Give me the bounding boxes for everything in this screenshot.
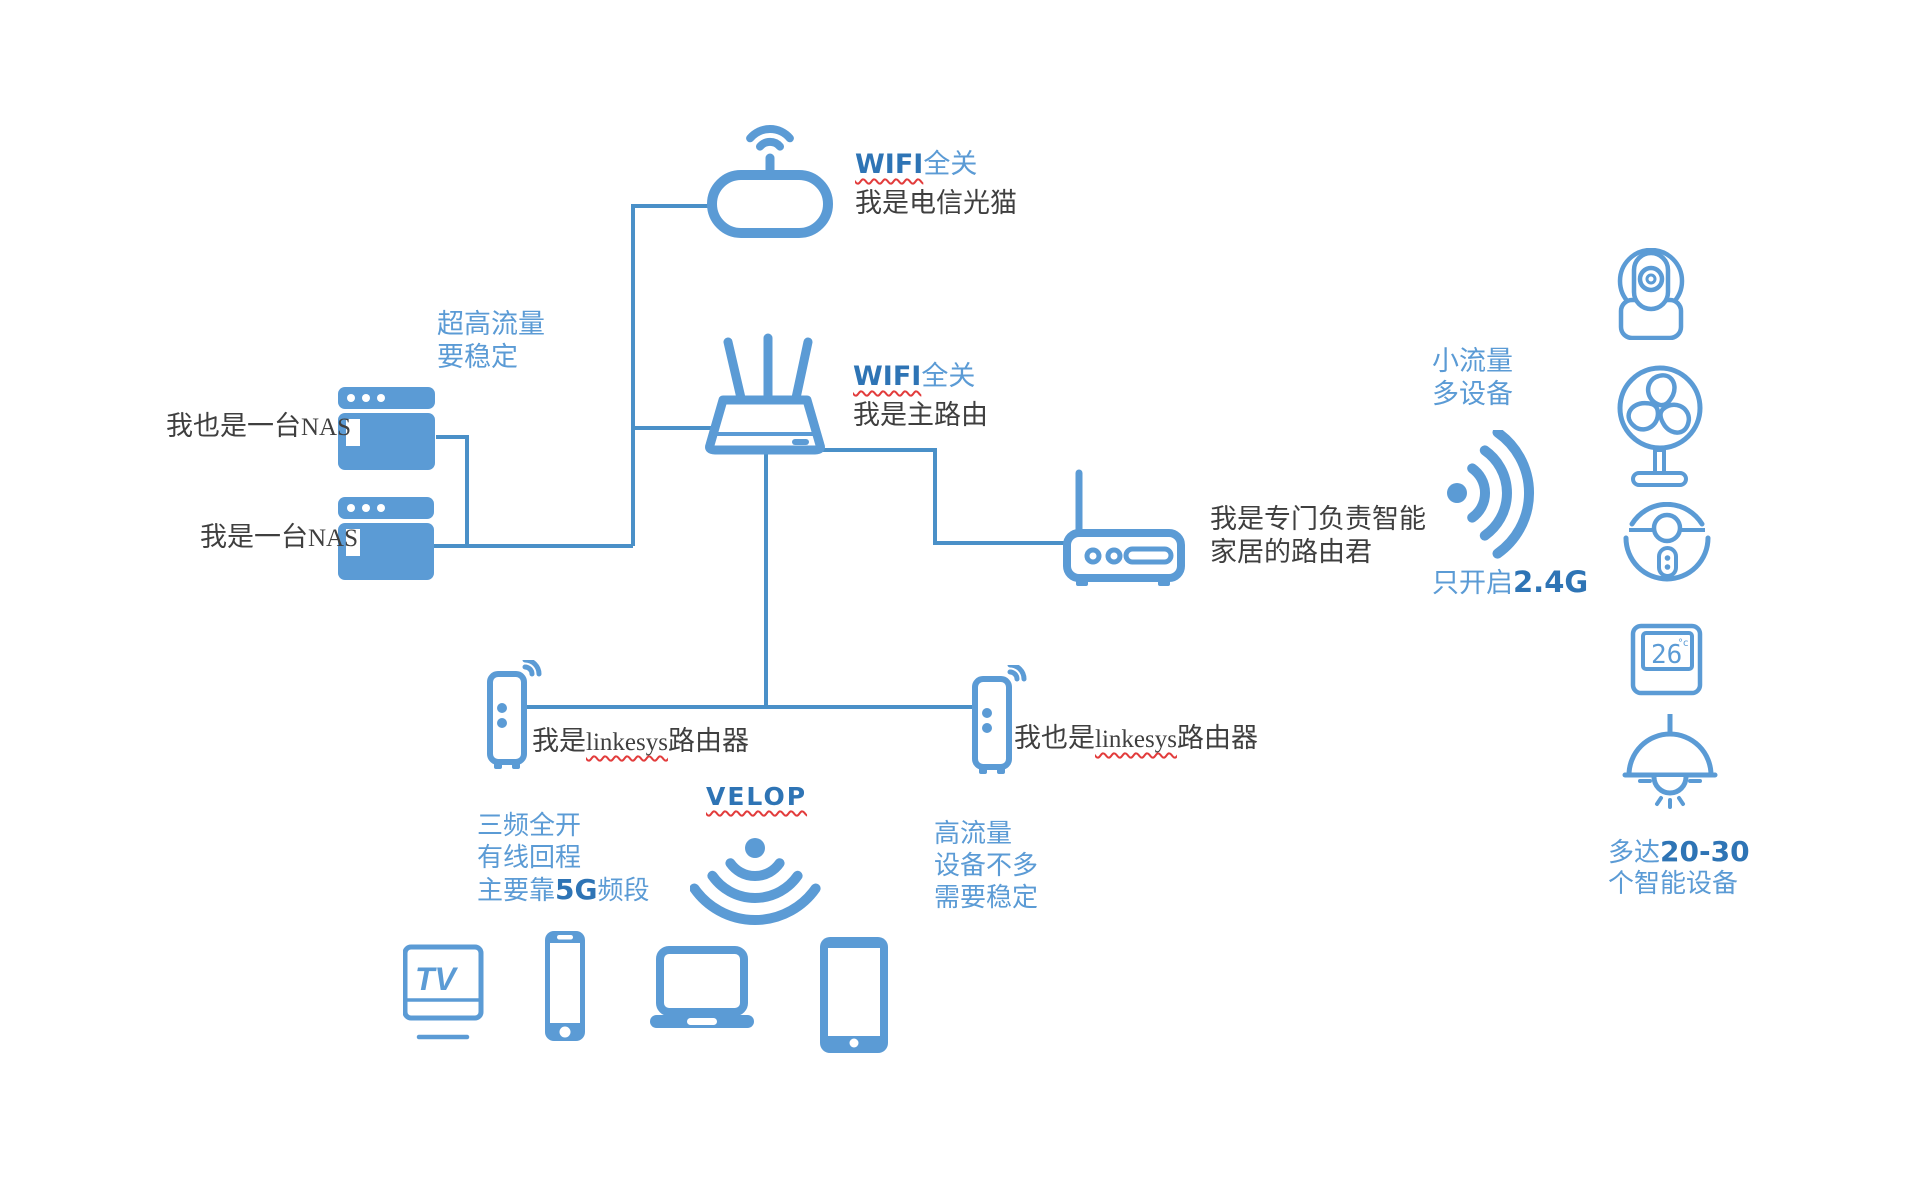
nas2-label: 我是一台NAS: [200, 522, 359, 553]
velop-left-label: 我是linkesys路由器: [532, 726, 749, 757]
modem-wifi-status: WIFI全关: [855, 149, 978, 180]
velop-left-note: 三频全开 有线回程 主要靠5G频段: [477, 811, 650, 906]
nas1-icon: [338, 387, 435, 470]
smartphone-icon: [545, 931, 585, 1041]
wifi-signal-right-icon: [1447, 430, 1535, 559]
velop-router-left-icon: [487, 660, 542, 769]
ip-camera-icon: [1617, 248, 1685, 340]
thermostat-temperature: 26: [1651, 640, 1682, 670]
fan-icon: [1617, 365, 1703, 487]
band-note: 只开启2.4G: [1432, 565, 1589, 600]
svg-text:TV: TV: [415, 961, 459, 997]
laptop-icon: [650, 946, 754, 1028]
modem-name: 我是电信光猫: [855, 188, 1017, 219]
tablet-icon: [820, 937, 888, 1053]
velop-right-note: 高流量 设备不多 需要稳定: [934, 819, 1039, 913]
nas-note: 超高流量 要稳定: [437, 309, 545, 373]
nas2-icon: [338, 497, 434, 580]
smart-router-note: 小流量 多设备: [1432, 346, 1513, 410]
main-router-name: 我是主路由: [853, 400, 988, 431]
velop-right-label: 我也是linkesys路由器: [1014, 723, 1258, 754]
smart-home-router-icon: [1063, 469, 1185, 586]
nas1-label: 我也是一台NAS: [166, 411, 352, 442]
velop-router-right-icon: [972, 665, 1027, 774]
main-router-wifi-word: WIFI: [853, 361, 922, 392]
modem-label: WIFI全关 我是电信光猫: [855, 148, 1017, 220]
main-router-wifi-status: WIFI全关: [853, 361, 976, 392]
main-router-label: WIFI全关 我是主路由: [853, 360, 988, 432]
thermostat-unit: °c: [1678, 638, 1689, 649]
modem-wifi-word: WIFI: [855, 149, 924, 180]
wifi-signal-down-icon: [690, 838, 821, 926]
tv-icon: TV: [403, 944, 484, 1040]
robot-vacuum-icon: [1623, 502, 1711, 582]
smart-home-router-label: 我是专门负责智能 家居的路由君: [1210, 504, 1426, 568]
thermostat-icon: 26 °c: [1630, 623, 1703, 696]
pendant-lamp-icon: [1622, 714, 1718, 809]
modem-icon: [707, 125, 833, 238]
main-router-icon: [705, 333, 825, 455]
smart-device-count: 多达20-30 个智能设备: [1608, 835, 1750, 899]
velop-brand: VELOP: [706, 782, 808, 811]
